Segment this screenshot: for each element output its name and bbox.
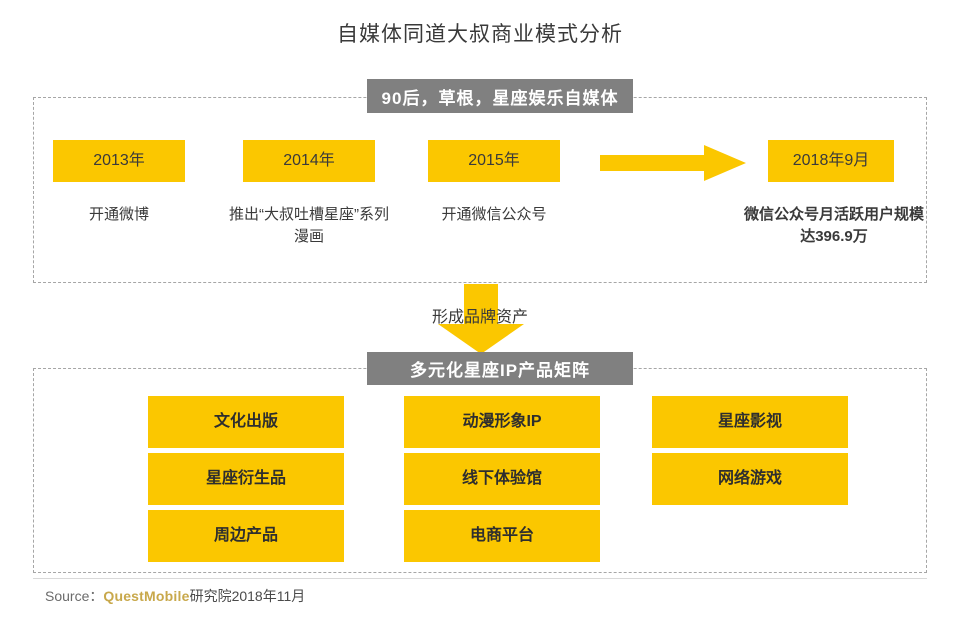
timeline-caption: 开通微信公众号 — [441, 206, 547, 223]
timeline-caption: 开通微博 — [88, 206, 149, 223]
source-line: Source：QuestMobile研究院2018年11月 — [45, 586, 305, 606]
timeline-item-2015: 2015年 开通微信公众号 — [428, 140, 560, 226]
source-brand: QuestMobile — [103, 588, 190, 604]
matrix-column: 动漫形象IP 线下体验馆 电商平台 — [404, 396, 600, 567]
matrix-item[interactable]: 网络游戏 — [652, 453, 848, 505]
source-suffix: 研究院2018年11月 — [189, 588, 306, 604]
matrix-item[interactable]: 文化出版 — [148, 396, 344, 448]
timeline-caption: 微信公众号月活跃用户规模达396.9万 — [744, 206, 925, 245]
timeline-chip: 2015年 — [428, 140, 560, 182]
matrix-column: 文化出版 星座衍生品 周边产品 — [148, 396, 344, 567]
brand-asset-label: 形成品牌资产 — [431, 309, 528, 326]
timeline-item-2013: 2013年 开通微博 — [53, 140, 185, 226]
right-arrow-icon — [600, 145, 746, 181]
timeline-chip: 2018年9月 — [768, 140, 894, 182]
matrix-item[interactable]: 星座影视 — [652, 396, 848, 448]
page-title: 自媒体同道大叔商业模式分析 — [337, 23, 623, 46]
timeline-item-2014: 2014年 推出“大叔吐槽星座”系列漫画 — [229, 140, 389, 248]
matrix-banner: 多元化星座IP产品矩阵 — [367, 352, 633, 385]
matrix-item[interactable]: 电商平台 — [404, 510, 600, 562]
timeline-caption: 推出“大叔吐槽星座”系列漫画 — [229, 206, 389, 245]
timeline-item-2018-09: 2018年9月 微信公众号月活跃用户规模达396.9万 — [744, 140, 924, 248]
source-divider — [33, 578, 927, 579]
matrix-column: 星座影视 网络游戏 — [652, 396, 848, 510]
matrix-item[interactable]: 周边产品 — [148, 510, 344, 562]
matrix-item[interactable]: 线下体验馆 — [404, 453, 600, 505]
source-prefix: Source： — [45, 588, 104, 604]
down-arrow-icon — [438, 284, 524, 354]
matrix-item[interactable]: 动漫形象IP — [404, 396, 600, 448]
matrix-item[interactable]: 星座衍生品 — [148, 453, 344, 505]
timeline-chip: 2013年 — [53, 140, 185, 182]
timeline-chip: 2014年 — [243, 140, 375, 182]
timeline-banner: 90后，草根，星座娱乐自媒体 — [367, 79, 633, 113]
